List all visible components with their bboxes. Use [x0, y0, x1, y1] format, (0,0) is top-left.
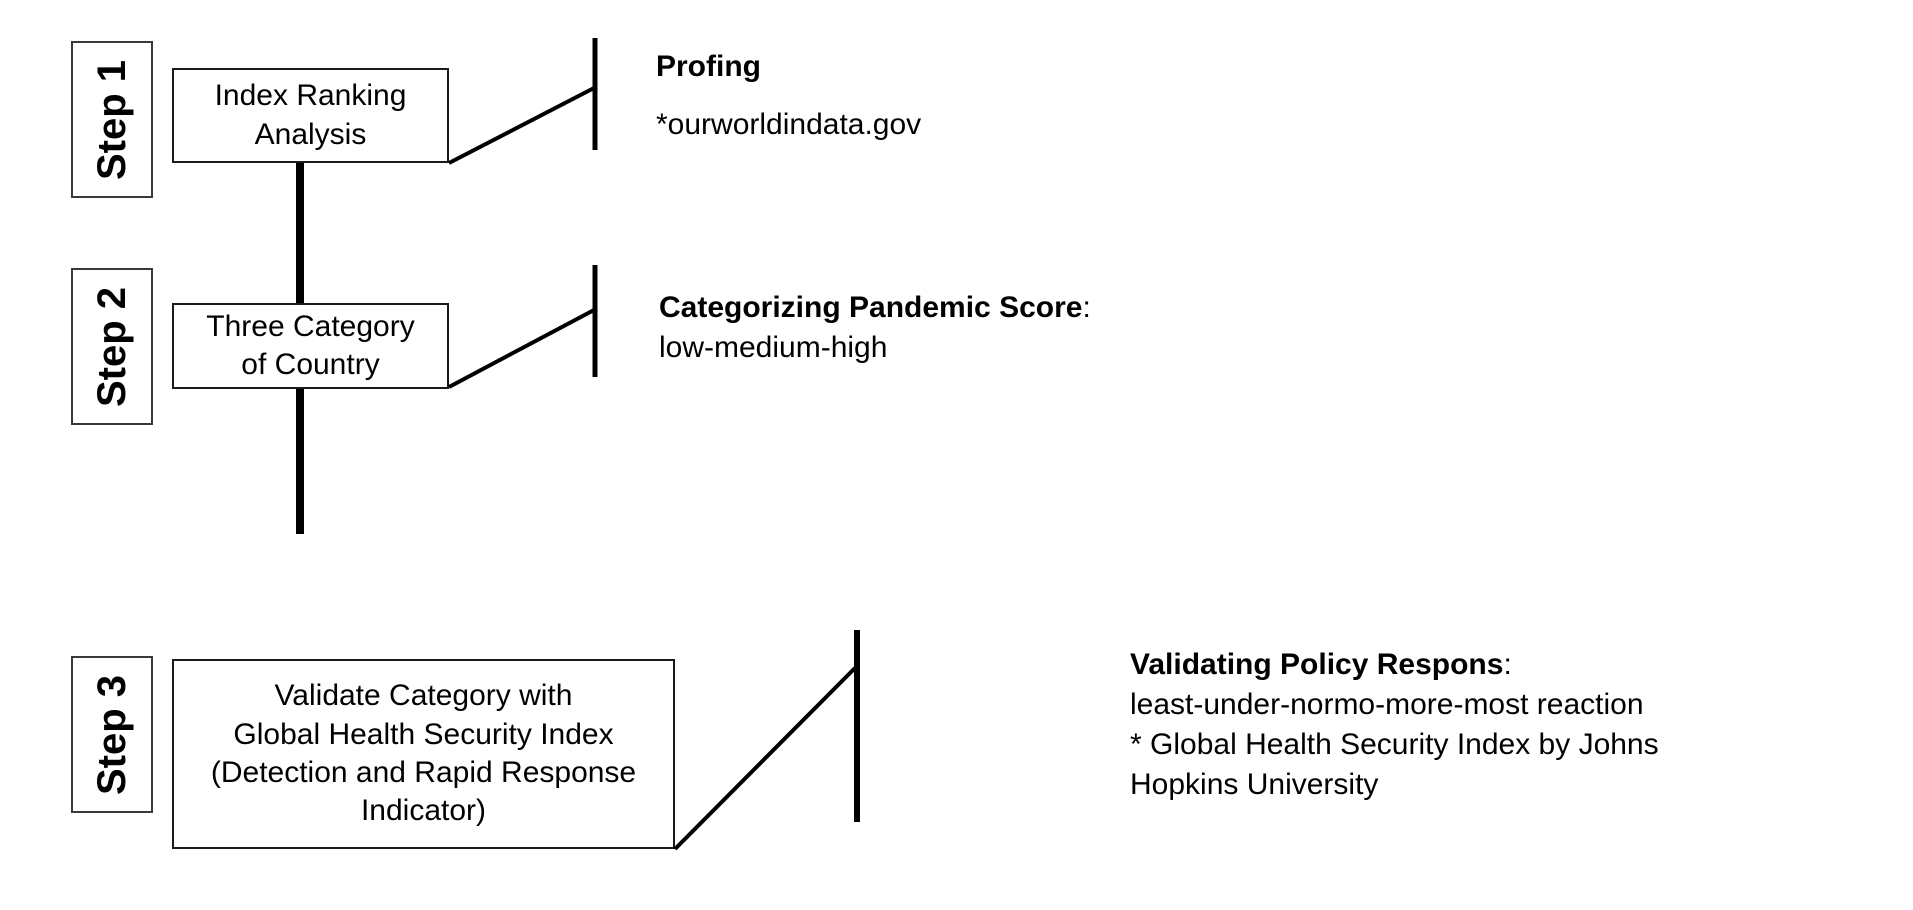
annotation-title-1: Profing — [656, 50, 761, 83]
step-label-box-3: Step 3 — [71, 656, 153, 813]
annotation-line-3-2: Hopkins University — [1130, 767, 1379, 801]
annotation-heading-1: Profing — [656, 47, 1296, 87]
annotation-heading-2: Categorizing Pandemic Score: — [659, 288, 1359, 328]
annotation-block-1: Profing *ourworldindata.gov — [656, 47, 1296, 145]
connector-spine-1-2 — [296, 163, 304, 305]
step-label-text-2: Step 2 — [90, 286, 135, 407]
process-box-label-3: Validate Category with Global Health Sec… — [210, 679, 637, 828]
annotation-block-2: Categorizing Pandemic Score: low-medium-… — [659, 288, 1359, 368]
bracket-connector-1 — [448, 38, 601, 168]
annotation-line-2-0: low-medium-high — [659, 330, 888, 364]
annotation-heading-3: Validating Policy Respons: — [1130, 645, 1890, 685]
bracket-connector-2 — [448, 265, 601, 390]
process-box-label-1: Index Ranking Analysis — [214, 79, 407, 151]
process-box-1[interactable]: Index Ranking Analysis — [172, 68, 449, 163]
annotation-title-3: Validating Policy Respons — [1130, 648, 1504, 681]
connector-spine-2-3 — [296, 389, 304, 534]
bracket-connector-3 — [673, 630, 865, 852]
step-label-text-3: Step 3 — [90, 674, 135, 795]
process-box-3[interactable]: Validate Category with Global Health Sec… — [172, 659, 675, 849]
step-label-box-2: Step 2 — [71, 268, 153, 425]
annotation-colon-2: : — [1082, 291, 1091, 324]
annotation-line-1-0: *ourworldindata.gov — [656, 107, 922, 141]
annotation-block-3: Validating Policy Respons: least-under-n… — [1130, 645, 1890, 805]
process-box-2[interactable]: Three Category of Country — [172, 303, 449, 389]
annotation-colon-3: : — [1503, 648, 1512, 681]
annotation-line-3-1: * Global Health Security Index by Johns — [1130, 727, 1659, 761]
annotation-line-3-0: least-under-normo-more-most reaction — [1130, 687, 1644, 721]
step-label-box-1: Step 1 — [71, 41, 153, 198]
process-box-label-2: Three Category of Country — [206, 309, 415, 381]
step-label-text-1: Step 1 — [90, 59, 135, 180]
annotation-title-2: Categorizing Pandemic Score — [659, 291, 1083, 324]
